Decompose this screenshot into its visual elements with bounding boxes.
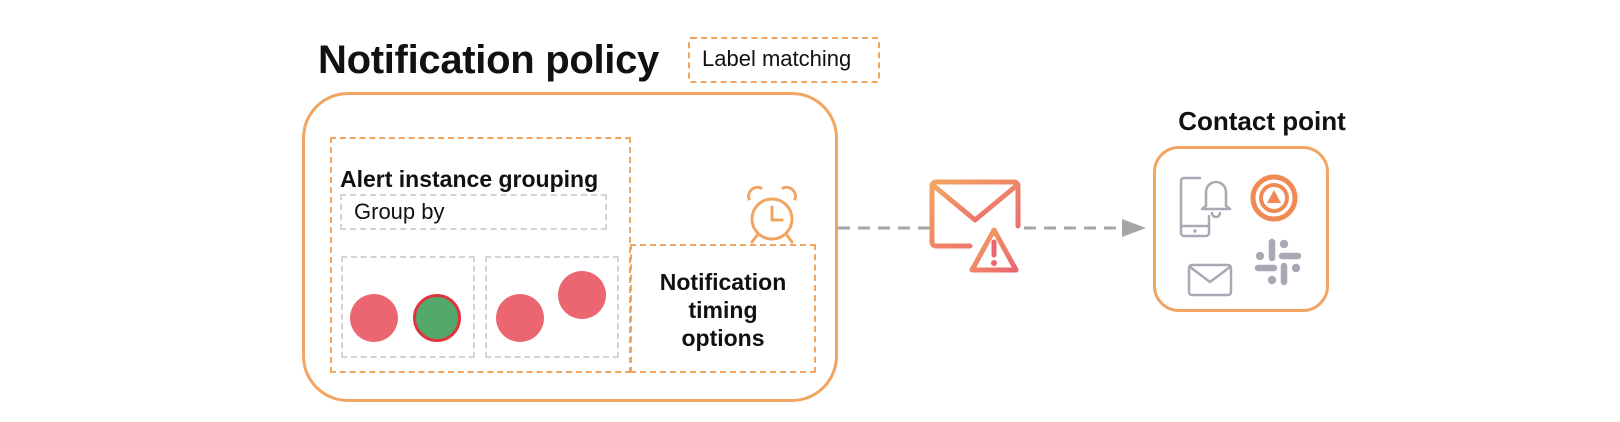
mobile-bell-icon: [1179, 176, 1232, 238]
alert-instance-firing: [496, 294, 544, 342]
timing-options-box: [630, 244, 816, 373]
alarm-clock-icon: [747, 185, 797, 244]
alert-group-1: [341, 256, 475, 358]
notification-to-contact-arrow: [1024, 219, 1146, 237]
contact-point-box: [1153, 146, 1329, 312]
group-by-label: Group by: [354, 199, 445, 224]
label-matching-label: Label matching: [702, 46, 852, 71]
alert-grouping-title: Alert instance grouping: [340, 166, 599, 192]
warning-envelope-icon: [929, 179, 1021, 273]
notification-policy-title: Notification policy: [318, 38, 659, 82]
timing-options-label: Notification timing options: [640, 268, 806, 352]
oncall-icon: [1250, 174, 1298, 222]
policy-to-notification-arrow: [838, 226, 932, 230]
timing-options-line-3: options: [681, 325, 765, 351]
group-by-box: [340, 194, 607, 230]
timing-options-line-2: timing: [688, 297, 758, 323]
slack-icon: [1254, 238, 1302, 286]
label-matching-box: [688, 37, 880, 83]
contact-point-title: Contact point: [1178, 106, 1346, 136]
alert-group-2: [485, 256, 619, 358]
timing-options-line-1: Notification: [659, 269, 787, 295]
alert-instance-firing: [350, 294, 398, 342]
alert-instance-firing: [558, 271, 606, 319]
notification-policy-box: [302, 92, 838, 402]
envelope-icon: [1187, 263, 1233, 297]
alert-instance-resolved: [413, 294, 461, 342]
